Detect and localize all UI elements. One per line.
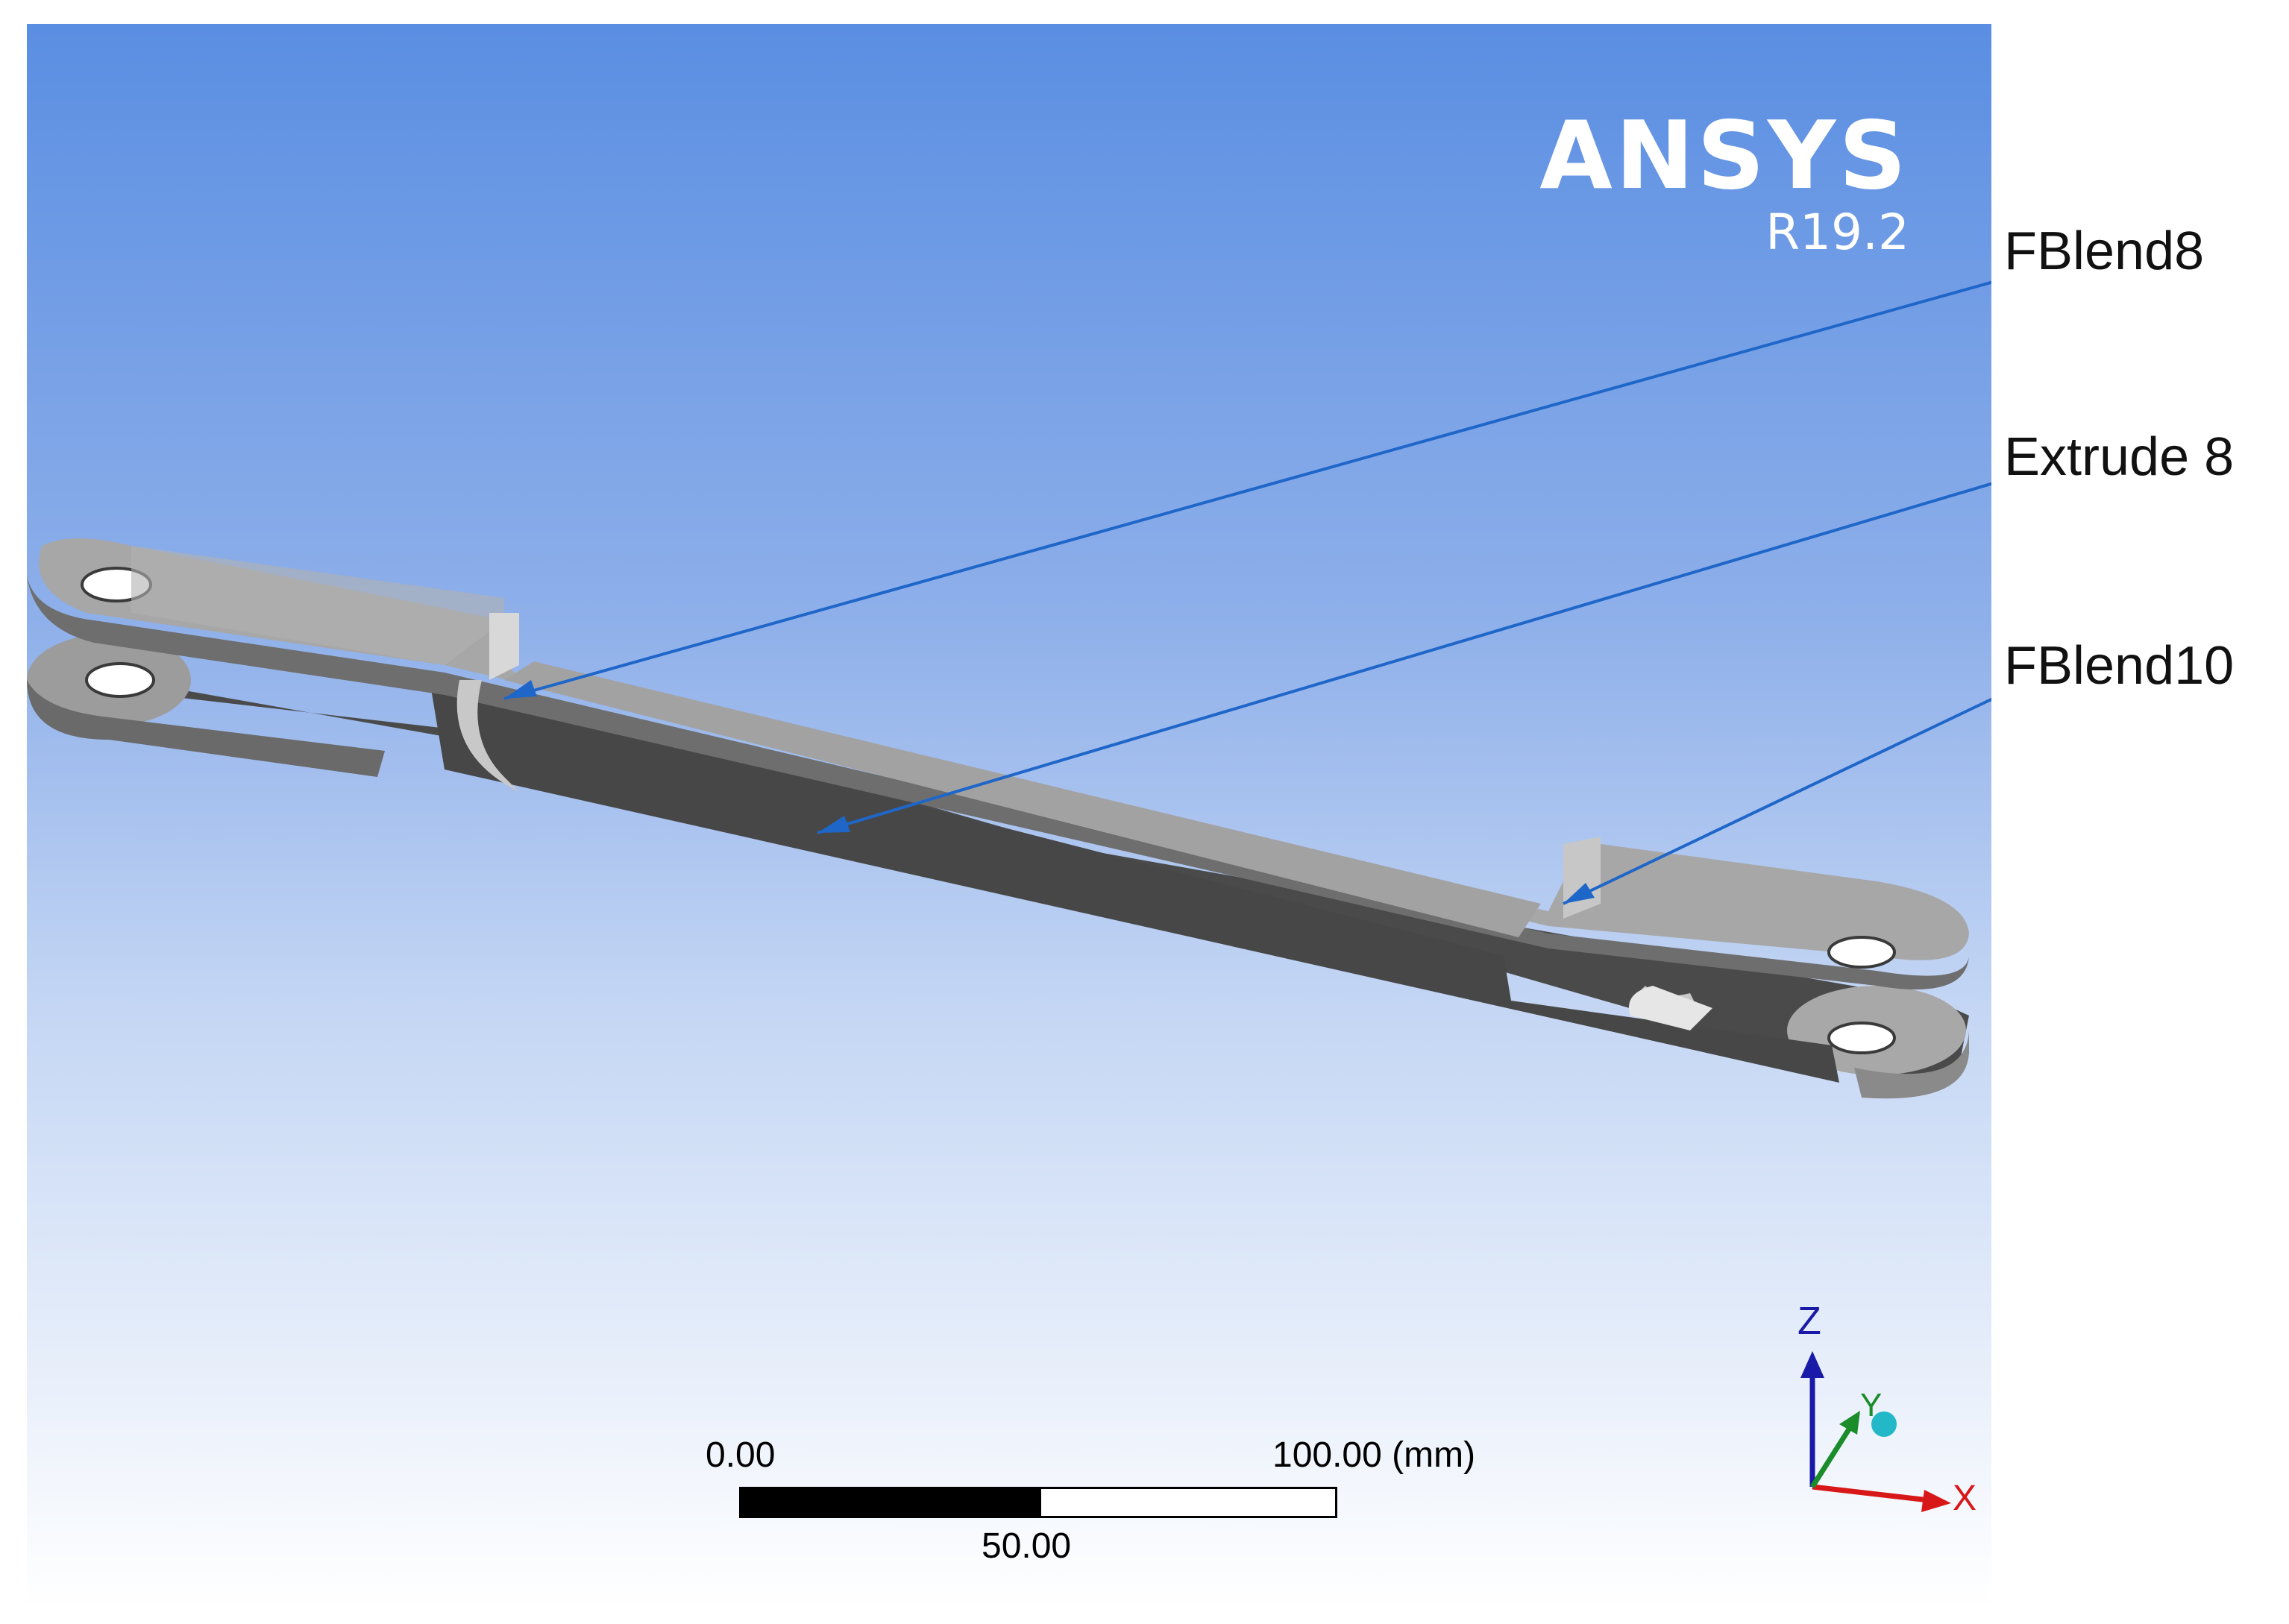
y-axis-arrowhead [1839,1411,1860,1435]
callout-arrows [503,280,1991,905]
fblend8-arrowhead [504,680,537,699]
x-axis-arrowhead [1921,1490,1951,1512]
fblend8-arrow [503,280,1991,700]
fblend10-arrowhead [1563,883,1595,904]
lower-right-lug-edge [1854,1030,1969,1099]
axis-triad[interactable]: Z Y X [1780,1291,1988,1530]
z-axis-arrowhead [1800,1351,1824,1378]
x-axis-label: X [1953,1479,1977,1518]
logo-name: ANSYS [1539,101,1909,210]
logo-version: R19.2 [1765,204,1909,261]
scale-bar-white [1039,1487,1337,1518]
callout-fblend10: FBlend10 [2004,636,2235,696]
fblend10-arrow [1563,697,1991,905]
scale-bar-black [739,1487,1043,1518]
callout-extrude8: Extrude 8 [2004,427,2235,487]
slot-lower-right [1629,986,1712,1030]
scale-bar: 0.00 100.00 (mm) 50.00 [706,1435,1475,1599]
z-axis-label: Z [1797,1300,1821,1343]
left-block-front [489,613,519,680]
triad-graphic [1800,1351,1951,1512]
extrude8-arrowhead [817,816,850,833]
fblend8-surface[interactable] [456,680,519,792]
graphics-viewport[interactable]: ANSYS R19.2 0.00 100.00 (mm) 50.00 Z Y X [27,24,1991,1609]
upper-right-hole [1827,936,1896,969]
y-axis-line [1810,1424,1853,1488]
triad-origin-marker [1871,1411,1897,1437]
lower-right-hole [1827,1022,1896,1054]
y-axis-label: Y [1860,1387,1883,1423]
beam-web[interactable] [430,680,1839,1083]
lower-left-hole [85,662,155,698]
scale-max-label: 100.00 (mm) [1272,1435,1476,1475]
lower-left-lug-edge [27,680,385,777]
x-axis-line [1812,1484,1930,1503]
scale-mid-label: 50.00 [982,1526,1072,1566]
callout-fblend8: FBlend8 [2004,221,2205,281]
ansys-logo: ANSYS R19.2 [1539,107,1909,261]
upper-plate[interactable] [27,538,1969,989]
model-view[interactable] [27,24,1991,1609]
extrude8-arrow [817,482,1991,834]
left-block-top [131,546,504,665]
scale-min-label: 0.00 [706,1435,776,1475]
beam-flange [504,661,1541,937]
